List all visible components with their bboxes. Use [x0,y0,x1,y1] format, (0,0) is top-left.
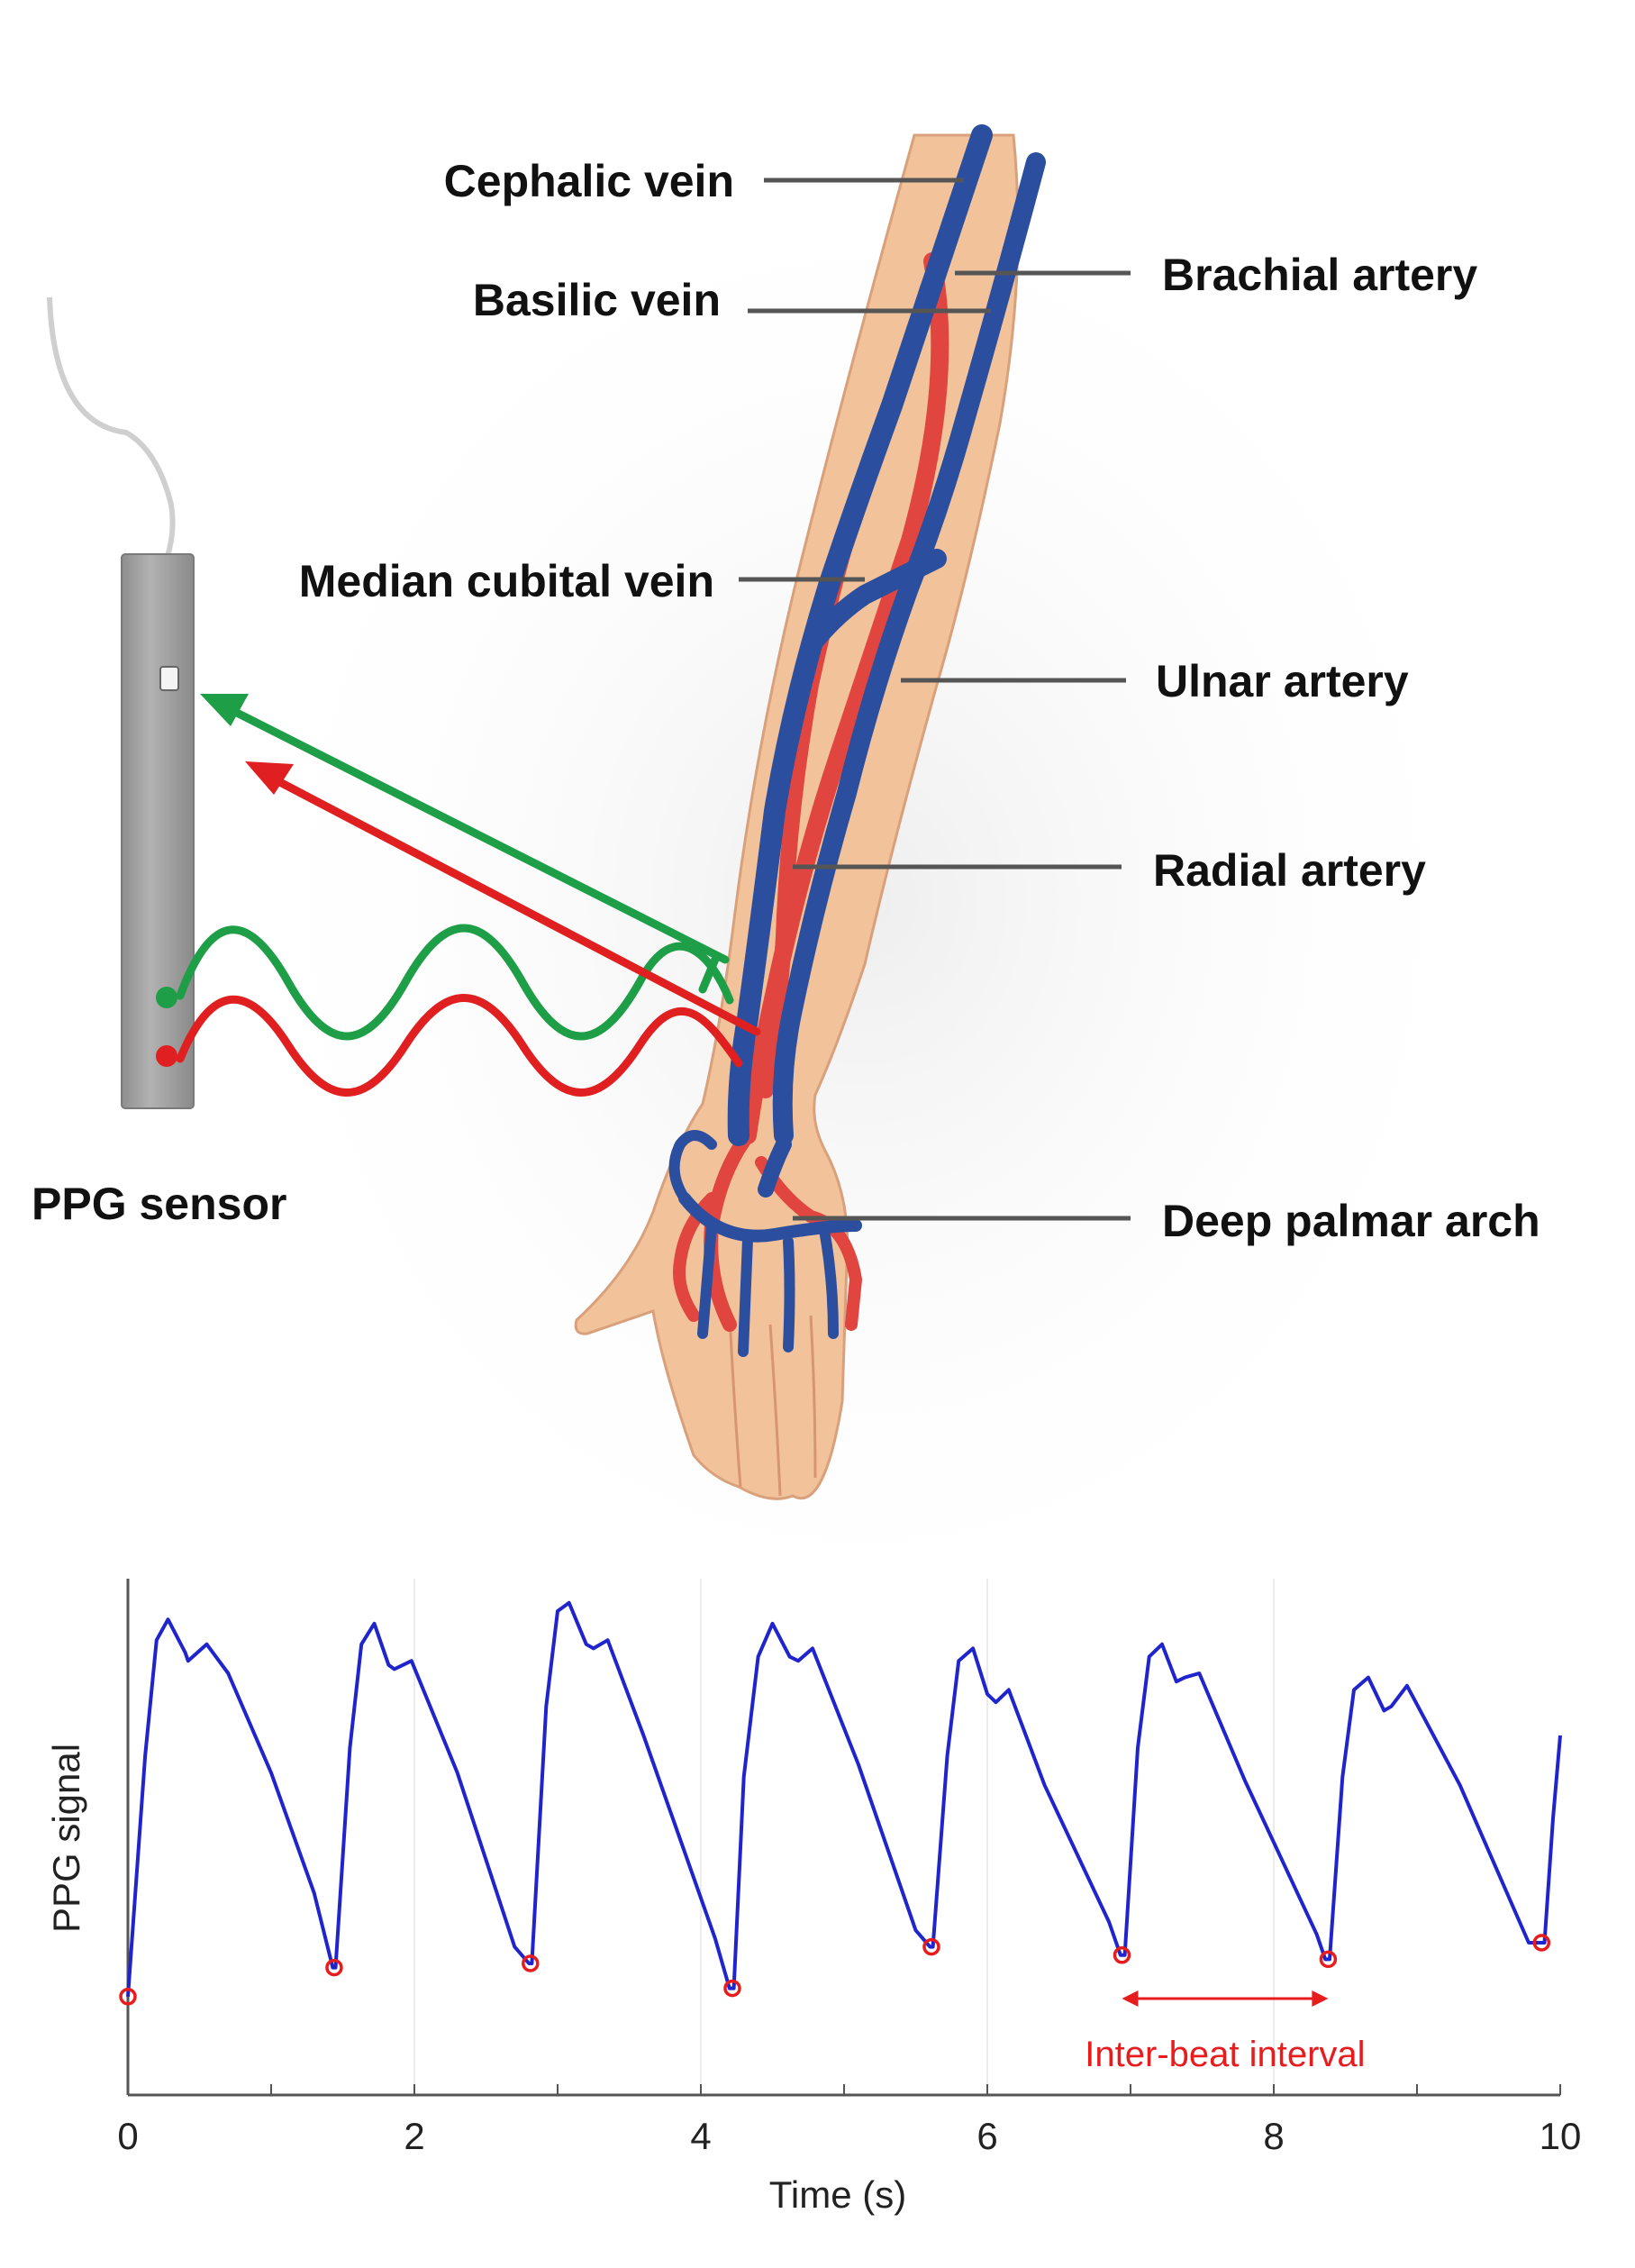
ibi-arrow-head-left [1122,1990,1139,2007]
label-ppg-sensor: PPG sensor [32,1179,286,1229]
label-deep-palmar-arch: Deep palmar arch [1162,1196,1540,1246]
green-arrowhead [200,694,249,726]
light-paths [176,705,761,1097]
label-basilic-vein: Basilic vein [473,275,721,325]
trough-markers [119,1934,1551,2006]
green-reflected-arrow-line [225,705,730,964]
sensor-cable [47,296,176,560]
x-axis-label: Time (s) [769,2173,906,2216]
label-cephalic-vein: Cephalic vein [444,156,734,206]
green-arrow-tick [698,952,721,994]
trough-marker [325,1958,343,1977]
chart-gridlines [413,1579,1275,2095]
x-tick-label: 8 [1263,2115,1284,2157]
x-ticks [127,2084,1561,2095]
inter-beat-interval-label: Inter-beat interval [1085,2035,1365,2074]
red-reflected-arrow-line [270,775,761,1036]
y-axis-label: PPG signal [45,1744,87,1933]
anatomy-illustration: Cephalic vein Basilic vein Brachial arte… [216,124,1540,1649]
label-brachial-artery: Brachial artery [1162,250,1477,300]
red-led [156,1045,177,1067]
x-tick-label: 10 [1540,2115,1582,2157]
trough-marker [1532,1934,1551,1952]
label-ulnar-artery: Ulnar artery [1156,656,1409,706]
red-light-wave [176,994,743,1097]
sensor-body [121,553,195,1109]
inter-beat-interval-arrow [1122,1990,1329,2007]
sensor-photodetector [159,666,179,691]
vein-vessels [668,124,1046,1357]
ppg-signal-line [126,1600,1562,1997]
trough-marker [1319,1950,1338,1969]
leader-lines [739,178,1131,1221]
x-tick-label: 2 [404,2115,424,2157]
trough-marker [119,1988,137,2006]
red-arrowhead [245,761,294,795]
x-tick-labels: 0 2 4 6 8 10 [117,2115,1581,2157]
ppg-sensor [47,296,195,1109]
trough-marker [723,1979,741,1998]
green-led [156,987,177,1008]
ibi-arrow-head-right [1312,1990,1329,2007]
green-light-wave [176,924,734,1041]
trough-marker [522,1954,540,1972]
x-tick-label: 0 [117,2115,138,2157]
x-tick-label: 6 [976,2115,997,2157]
trough-marker [922,1937,940,1956]
label-median-cubital-vein: Median cubital vein [299,556,714,606]
label-radial-artery: Radial artery [1153,845,1426,896]
trough-marker [1113,1946,1131,1964]
ppg-chart: 0 2 4 6 8 10 Inter-beat interval Time (s) PPG… [45,1579,1581,2216]
x-tick-label: 4 [690,2115,711,2157]
